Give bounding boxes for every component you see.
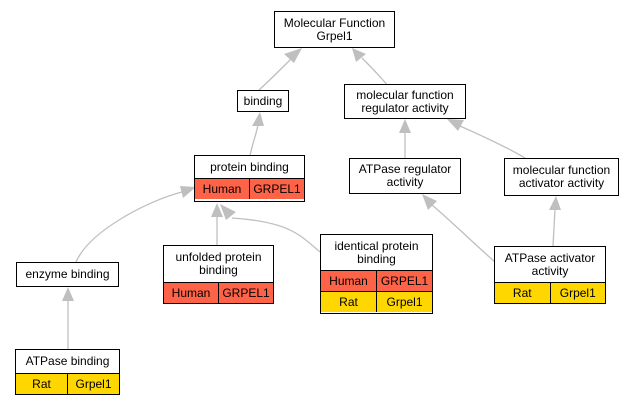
edge-binding-to-root xyxy=(257,57,293,92)
node-unfolded-title: unfolded protein binding xyxy=(164,246,273,282)
edge-enzyme-to-protein-binding xyxy=(75,191,183,263)
node-protein-binding[interactable]: protein binding Human GRPEL1 xyxy=(194,155,305,202)
edge-protein-binding-to-binding xyxy=(249,124,259,157)
annotation-row-rat: Rat Grpel1 xyxy=(495,282,605,303)
node-enzyme-binding[interactable]: enzyme binding xyxy=(16,262,119,287)
node-mf-regulator-activity[interactable]: molecular function regulator activity xyxy=(344,84,466,119)
gene-cell: GRPEL1 xyxy=(218,283,273,303)
node-atpase-binding-label: ATPase binding xyxy=(25,354,110,368)
node-protein-binding-label: protein binding xyxy=(210,159,289,174)
node-root-line1: Molecular Function xyxy=(283,15,386,30)
node-enzyme-binding-title: enzyme binding xyxy=(17,263,118,286)
node-binding-label: binding xyxy=(243,93,283,108)
edge-activator-to-atpase-regulator xyxy=(431,204,496,263)
gene-cell: GRPEL1 xyxy=(376,271,432,291)
gene-cell: Grpel1 xyxy=(549,283,606,303)
edge-regulator-to-root-arrowhead xyxy=(352,48,366,62)
edge-enzyme-to-protein-binding-arrowhead xyxy=(180,186,196,198)
edge-activator-to-mf-activator-arrowhead xyxy=(549,196,561,210)
node-root-title: Molecular Function Grpel1 xyxy=(275,12,394,47)
node-identical-protein-binding[interactable]: identical protein binding Human GRPEL1 R… xyxy=(320,234,433,314)
node-atpase-activator-activity[interactable]: ATPase activator activity Rat Grpel1 xyxy=(494,246,606,304)
node-atpase-activator-line2: activity xyxy=(531,263,569,278)
node-mf-activator-activity[interactable]: molecular function activator activity xyxy=(504,158,619,196)
edge-regulator-to-root xyxy=(361,57,389,87)
node-binding[interactable]: binding xyxy=(237,90,289,112)
node-protein-binding-title: protein binding xyxy=(195,156,304,178)
node-atpase-activator-title: ATPase activator activity xyxy=(495,247,605,282)
node-atpase-regulator-title: ATPase regulator activity xyxy=(350,159,460,193)
species-cell: Rat xyxy=(339,294,358,309)
species-cell: Rat xyxy=(512,285,532,300)
edge-binding-to-root-arrowhead xyxy=(284,48,302,63)
node-enzyme-binding-label: enzyme binding xyxy=(25,267,110,281)
edge-unfolded-to-protein-binding-arrowhead xyxy=(211,203,223,217)
edge-atpase-binding-to-enzyme-arrowhead xyxy=(62,287,74,301)
edge-activator-to-regulator-arrowhead xyxy=(447,119,464,131)
node-molecular-function-grpel1[interactable]: Molecular Function Grpel1 xyxy=(274,11,395,48)
node-atpase-regulator-line2: activity xyxy=(386,175,424,189)
node-identical-line2: binding xyxy=(357,251,396,266)
annotation-row-human: Human GRPEL1 xyxy=(321,270,432,291)
node-mf-activator-line1: molecular function xyxy=(512,163,611,177)
node-mf-activator-line2: activator activity xyxy=(518,176,605,190)
node-mf-regulator-title: molecular function regulator activity xyxy=(345,85,465,118)
node-binding-title: binding xyxy=(238,91,288,111)
edge-activator-to-regulator xyxy=(459,125,526,159)
node-root-line2: Grpel1 xyxy=(316,28,353,43)
node-identical-line1: identical protein xyxy=(334,238,419,253)
node-identical-title: identical protein binding xyxy=(321,235,432,270)
node-atpase-binding[interactable]: ATPase binding Rat Grpel1 xyxy=(15,349,120,395)
node-unfolded-protein-binding[interactable]: unfolded protein binding Human GRPEL1 xyxy=(163,245,274,304)
node-unfolded-line2: binding xyxy=(199,263,238,277)
edge-activator-to-mf-activator xyxy=(552,208,556,247)
species-cell: Human xyxy=(329,273,368,288)
node-atpase-regulator-line1: ATPase regulator xyxy=(358,162,452,176)
annotation-row-rat: Rat Grpel1 xyxy=(16,373,119,394)
gene-cell: GRPEL1 xyxy=(249,179,304,199)
edge-activator-to-atpase-regulator-arrowhead xyxy=(422,194,437,210)
node-mf-regulator-line2: regulator activity xyxy=(361,100,449,115)
species-cell: Human xyxy=(171,285,211,300)
node-mf-regulator-line1: molecular function xyxy=(356,87,454,102)
annotation-row-rat: Rat Grpel1 xyxy=(321,291,432,312)
node-atpase-binding-title: ATPase binding xyxy=(16,350,119,373)
annotation-row-human: Human GRPEL1 xyxy=(164,282,273,303)
species-cell: Rat xyxy=(32,376,51,391)
node-unfolded-line1: unfolded protein xyxy=(175,250,262,264)
edge-atpase-regulator-to-regulator-arrowhead xyxy=(399,119,411,133)
species-cell: Human xyxy=(202,181,242,196)
gene-cell: Grpel1 xyxy=(67,374,119,394)
edge-identical-to-protein-binding xyxy=(231,217,321,253)
node-mf-activator-title: molecular function activator activity xyxy=(505,159,618,195)
node-atpase-activator-line1: ATPase activator xyxy=(504,250,596,265)
annotation-row-human: Human GRPEL1 xyxy=(195,178,304,199)
edge-protein-binding-to-binding-arrowhead xyxy=(252,112,264,126)
gene-cell: Grpel1 xyxy=(376,292,432,312)
node-atpase-regulator-activity[interactable]: ATPase regulator activity xyxy=(349,158,461,194)
edge-identical-to-protein-binding-arrowhead xyxy=(220,204,236,220)
